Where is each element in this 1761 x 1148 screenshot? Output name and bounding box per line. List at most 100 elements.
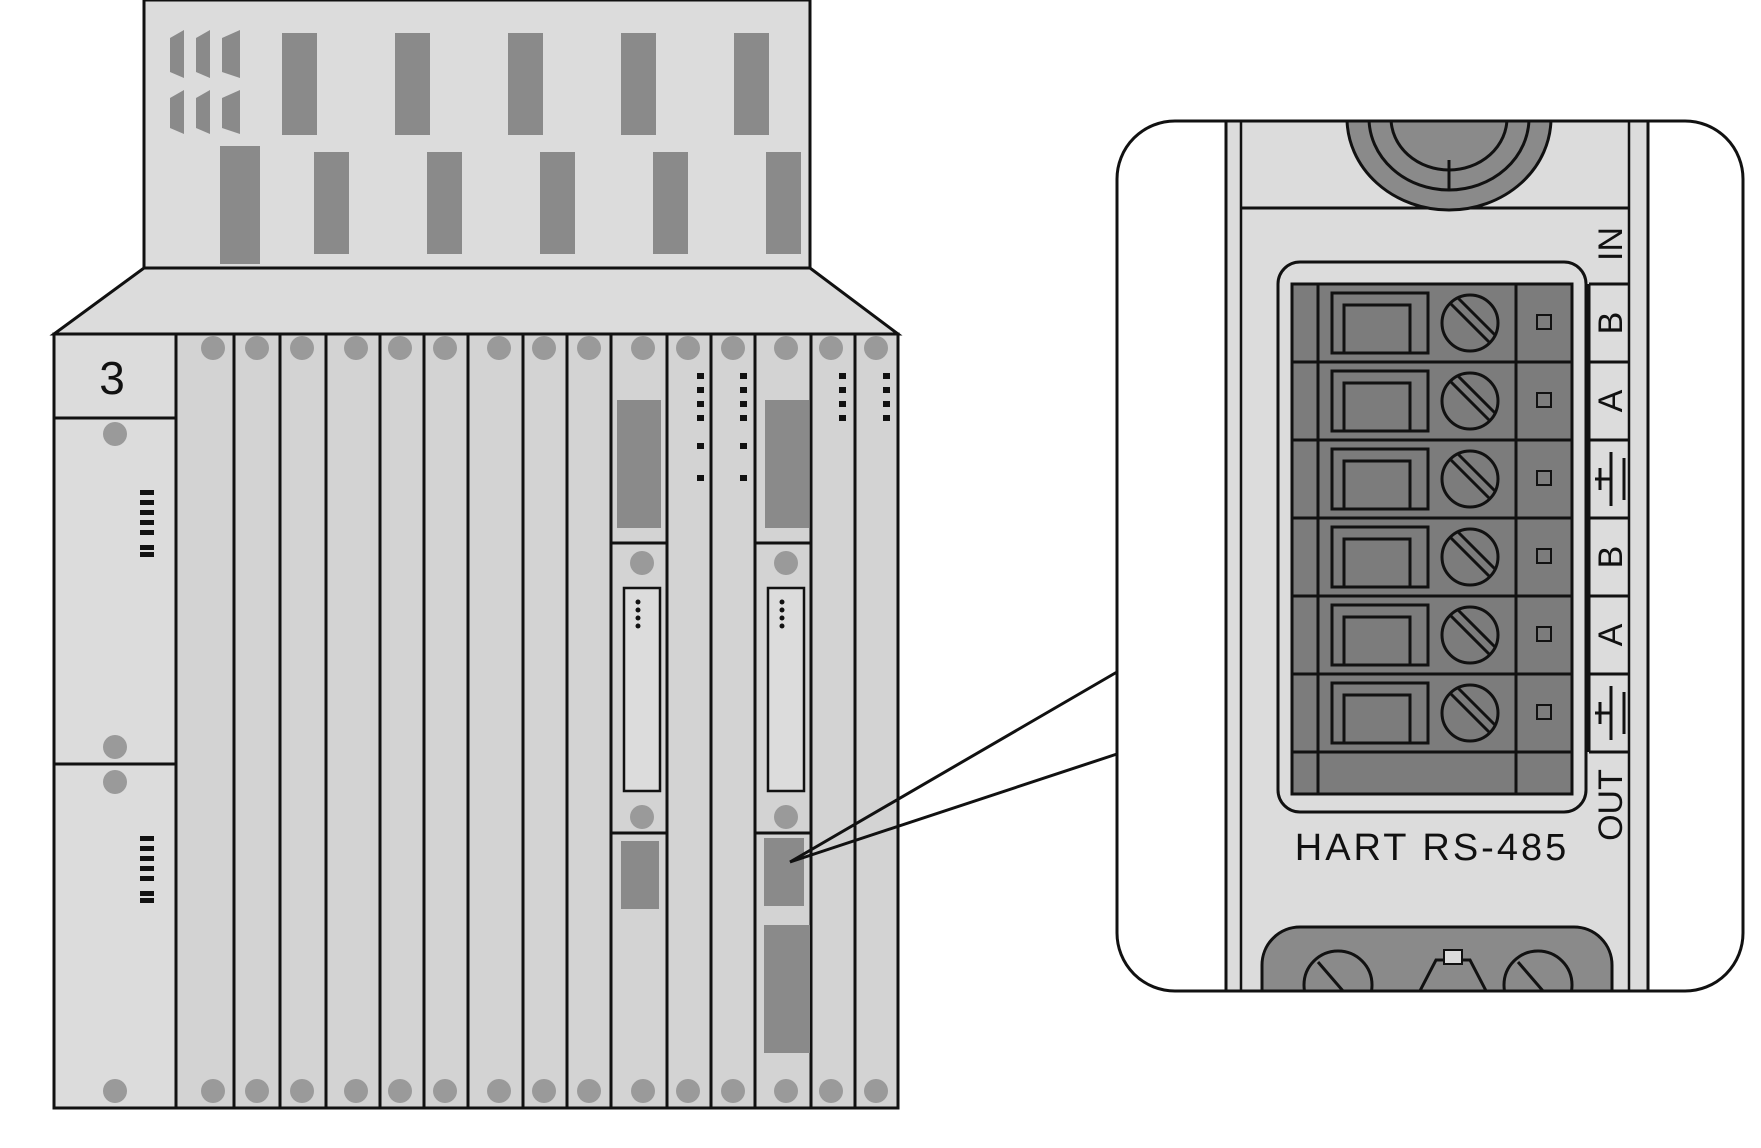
screw-icon	[487, 1079, 511, 1103]
screw-icon	[721, 336, 745, 360]
lower-vent-row	[220, 146, 801, 264]
screw-icon	[487, 336, 511, 360]
screw-icon	[245, 336, 269, 360]
screw-icon	[245, 1079, 269, 1103]
upper-vent-row	[282, 33, 769, 135]
terminal-label-column: IN B A B A OUT	[1587, 227, 1630, 841]
indicator-square-icon	[1536, 704, 1552, 720]
led-indicator-icon	[140, 490, 154, 557]
terminal-label-b-in: B	[1592, 312, 1630, 335]
screw-icon	[631, 1079, 655, 1103]
hart-rs485-label: HART RS-485	[1295, 827, 1569, 869]
bottom-screw-row	[201, 1079, 888, 1103]
screw-icon	[103, 735, 127, 759]
screw-icon	[433, 336, 457, 360]
screw-icon	[388, 336, 412, 360]
slot-module	[665, 332, 713, 1110]
screw-icon	[433, 1079, 457, 1103]
indicator-square-icon	[1536, 548, 1552, 564]
terminal-label-a-out: A	[1592, 623, 1630, 646]
terminal-row-2	[1330, 369, 1552, 433]
indicator-square-icon	[1536, 626, 1552, 642]
screw-icon	[388, 1079, 412, 1103]
indicator-square-icon	[1536, 314, 1552, 330]
screw-icon	[774, 551, 798, 575]
screw-icon	[344, 336, 368, 360]
slot-module	[809, 332, 857, 1110]
angled-connector-blocks	[170, 30, 240, 134]
hart-rs485-port	[764, 838, 804, 906]
led-indicator-icon	[883, 373, 890, 421]
slot-module	[174, 332, 236, 1110]
terminal-row-3	[1330, 447, 1552, 511]
direction-out-label: OUT	[1592, 769, 1630, 841]
screw-icon	[864, 1079, 888, 1103]
terminal-row-4	[1330, 525, 1552, 589]
top-screw-row	[201, 336, 888, 360]
screw-icon	[864, 336, 888, 360]
terminal-row-5	[1330, 603, 1552, 667]
led-indicator-icon	[740, 373, 747, 481]
screw-icon	[819, 1079, 843, 1103]
screw-icon	[532, 1079, 556, 1103]
communication-module-a	[611, 400, 667, 909]
slot-module	[324, 332, 382, 1110]
screw-icon	[676, 336, 700, 360]
chassis-transition	[49, 266, 903, 336]
unit-number-label: 3	[99, 352, 125, 404]
left-unit: 3	[52, 332, 178, 1110]
slot-module	[278, 332, 328, 1110]
led-indicator-icon	[635, 599, 641, 629]
screw-icon	[630, 551, 654, 575]
top-chassis	[142, 0, 812, 270]
screw-icon	[201, 336, 225, 360]
led-indicator-icon	[839, 373, 846, 421]
screw-icon	[631, 336, 655, 360]
fan-knob-icon	[1345, 121, 1553, 212]
ground-symbol-icon	[1595, 686, 1626, 740]
terminal-row-1	[1330, 291, 1552, 355]
indicator-square-icon	[1536, 392, 1552, 408]
slot-module	[709, 332, 757, 1110]
screw-icon	[774, 336, 798, 360]
screw-icon	[290, 336, 314, 360]
slot-module	[466, 332, 525, 1110]
led-indicator-icon	[697, 373, 704, 481]
terminal-row-6	[1330, 681, 1552, 745]
slot-module	[565, 332, 613, 1110]
screw-icon	[103, 1079, 127, 1103]
screw-icon	[103, 422, 127, 446]
screw-icon	[577, 1079, 601, 1103]
screw-icon	[103, 770, 127, 794]
screw-icon	[577, 336, 601, 360]
slot-module	[853, 332, 900, 1110]
screw-icon	[819, 336, 843, 360]
screw-icon	[630, 805, 654, 829]
terminal-label-b-out: B	[1592, 546, 1630, 569]
indicator-square-icon	[1536, 470, 1552, 486]
led-strips	[697, 373, 890, 481]
screw-icon	[721, 1079, 745, 1103]
screw-icon	[344, 1079, 368, 1103]
screw-icon	[774, 805, 798, 829]
screw-icon	[290, 1079, 314, 1103]
bottom-connector	[1260, 925, 1614, 991]
screw-icon	[676, 1079, 700, 1103]
direction-in-label: IN	[1592, 227, 1630, 261]
terminal-block	[1290, 282, 1574, 796]
slot-module	[378, 332, 426, 1110]
terminal-label-a-in: A	[1592, 389, 1630, 412]
ground-symbol-icon	[1595, 452, 1626, 506]
led-indicator-icon	[140, 836, 154, 903]
magnified-inset: HART RS-485 IN B A	[1115, 119, 1745, 993]
callout-lines	[789, 670, 1118, 864]
slot-module	[521, 332, 569, 1110]
slot-module	[422, 332, 470, 1110]
main-rack: 3	[52, 332, 900, 1110]
screw-icon	[774, 1079, 798, 1103]
slot-module	[232, 332, 282, 1110]
led-indicator-icon	[779, 599, 785, 629]
terminal-rows	[1292, 360, 1572, 754]
screw-icon	[201, 1079, 225, 1103]
